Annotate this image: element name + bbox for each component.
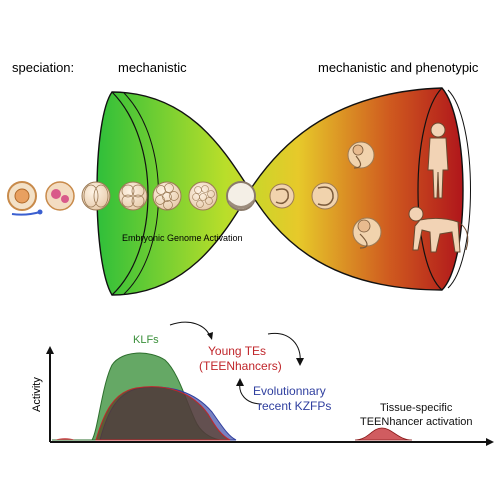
klfs-label: KLFs [133, 334, 159, 346]
ega-label: Embryonic Genome Activation [122, 233, 243, 243]
stage-4-cell [118, 181, 148, 211]
x-axis-arrow [486, 438, 494, 446]
kzfps-label-1: Evolutionnary [253, 384, 326, 398]
young-tes-label-2: (TEENhancers) [199, 359, 282, 373]
stage-zygote [45, 181, 75, 211]
hourglass-left-rim [111, 91, 149, 296]
tissue-specific-bump [354, 427, 413, 441]
kzfps-label-2: recent KZFPs [258, 399, 331, 413]
arrow-tes-to-kzfps [267, 332, 301, 363]
stage-embryo-late-1 [347, 141, 375, 169]
y-axis-label: Activity [31, 377, 43, 412]
young-tes-curve [95, 386, 231, 441]
hourglass-right-rim [417, 87, 443, 291]
stage-2-cell [81, 181, 111, 211]
stage-embryo-early [269, 183, 295, 209]
tissue-label-1: Tissue-specific [380, 402, 453, 414]
stage-blastocyst [226, 181, 256, 211]
stage-embryo-mid [311, 182, 339, 210]
speciation-label: speciation: [12, 60, 74, 75]
stage-embryo-late-2 [352, 217, 382, 249]
activity-plot: Activity KLFs Young TEs (TEENhancers) Ev… [31, 321, 494, 446]
monkey-icon [408, 206, 469, 253]
arrow-klfs-to-tes [169, 321, 211, 337]
human-icon [427, 122, 449, 199]
mechanistic-label: mechanistic [118, 60, 187, 75]
stage-8-cell [152, 181, 182, 211]
mechanistic-phenotypic-label: mechanistic and phenotypic [318, 60, 479, 75]
stage-morula [188, 181, 218, 211]
hourglass-right-rim-outer [447, 89, 471, 289]
y-axis-arrow [46, 346, 54, 354]
tissue-label-2: TEENhancer activation [360, 416, 473, 428]
stage-oocyte [7, 181, 43, 216]
early-red-bump [55, 438, 75, 440]
young-tes-label-1: Young TEs [208, 344, 266, 358]
